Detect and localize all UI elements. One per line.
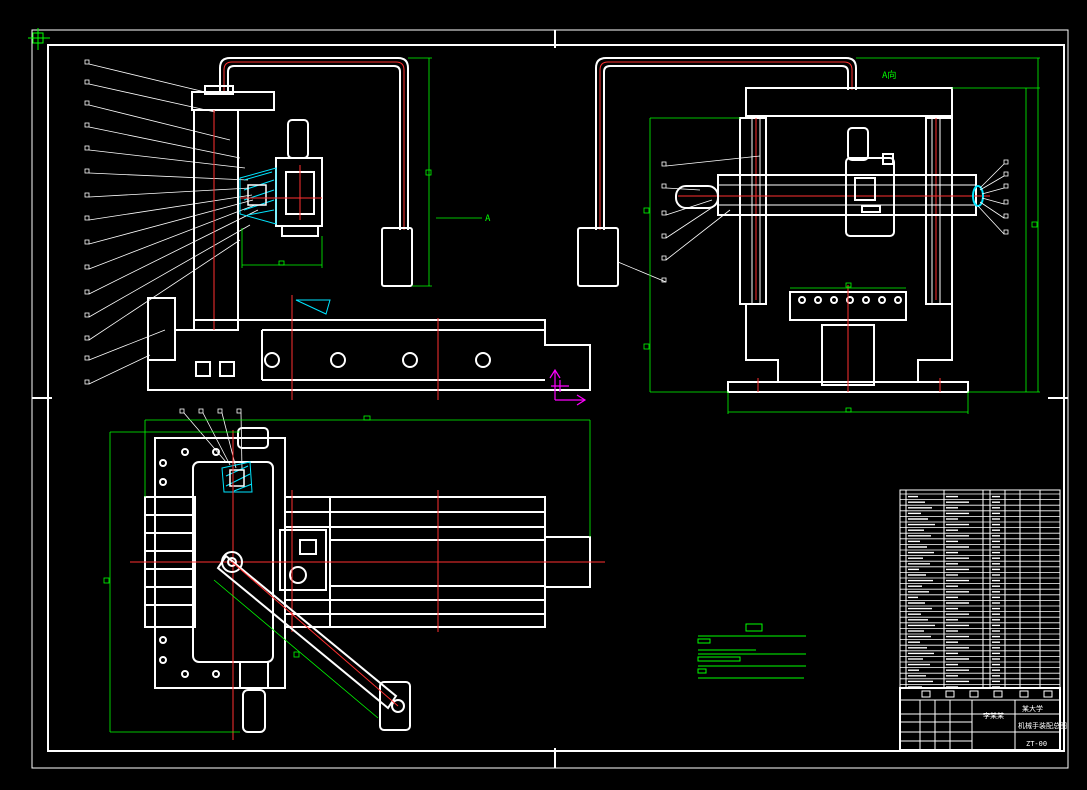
technical-notes bbox=[697, 623, 806, 679]
front-column bbox=[191, 85, 275, 331]
side-horizontal-arm bbox=[675, 127, 990, 237]
front-gripper-head bbox=[239, 119, 323, 237]
side-frame bbox=[739, 87, 953, 305]
sheet-border bbox=[31, 29, 1069, 769]
cable-loop-left bbox=[219, 57, 413, 287]
front-base bbox=[147, 295, 591, 400]
front-view-leader-lines bbox=[84, 59, 259, 385]
top-dimensions bbox=[103, 415, 591, 733]
side-view: A向 bbox=[577, 57, 1040, 414]
title-block bbox=[899, 687, 1061, 751]
bom-rows bbox=[900, 493, 1060, 688]
side-leader-lines bbox=[617, 155, 1009, 283]
cable-loop-right bbox=[577, 57, 857, 287]
front-view: A bbox=[84, 57, 591, 406]
front-dimensions bbox=[241, 57, 482, 287]
top-gripper-plate bbox=[154, 427, 286, 740]
ucs-icon bbox=[549, 368, 587, 406]
top-link-rod bbox=[216, 551, 411, 731]
ucs-origin-marker bbox=[28, 28, 50, 50]
title-block-drawing-title: 机械手装配总图 bbox=[1018, 721, 1067, 730]
top-view bbox=[103, 408, 605, 740]
title-block-school: 某大学 bbox=[1022, 704, 1043, 713]
view-a-title: A向 bbox=[882, 69, 896, 81]
title-block-designer: 李某某 bbox=[983, 711, 1004, 720]
view-direction-marker: A bbox=[485, 214, 491, 224]
side-dimensions bbox=[643, 57, 1040, 414]
title-block-drawing-number: ZT-00 bbox=[1026, 740, 1047, 748]
top-long-arm bbox=[130, 490, 605, 632]
